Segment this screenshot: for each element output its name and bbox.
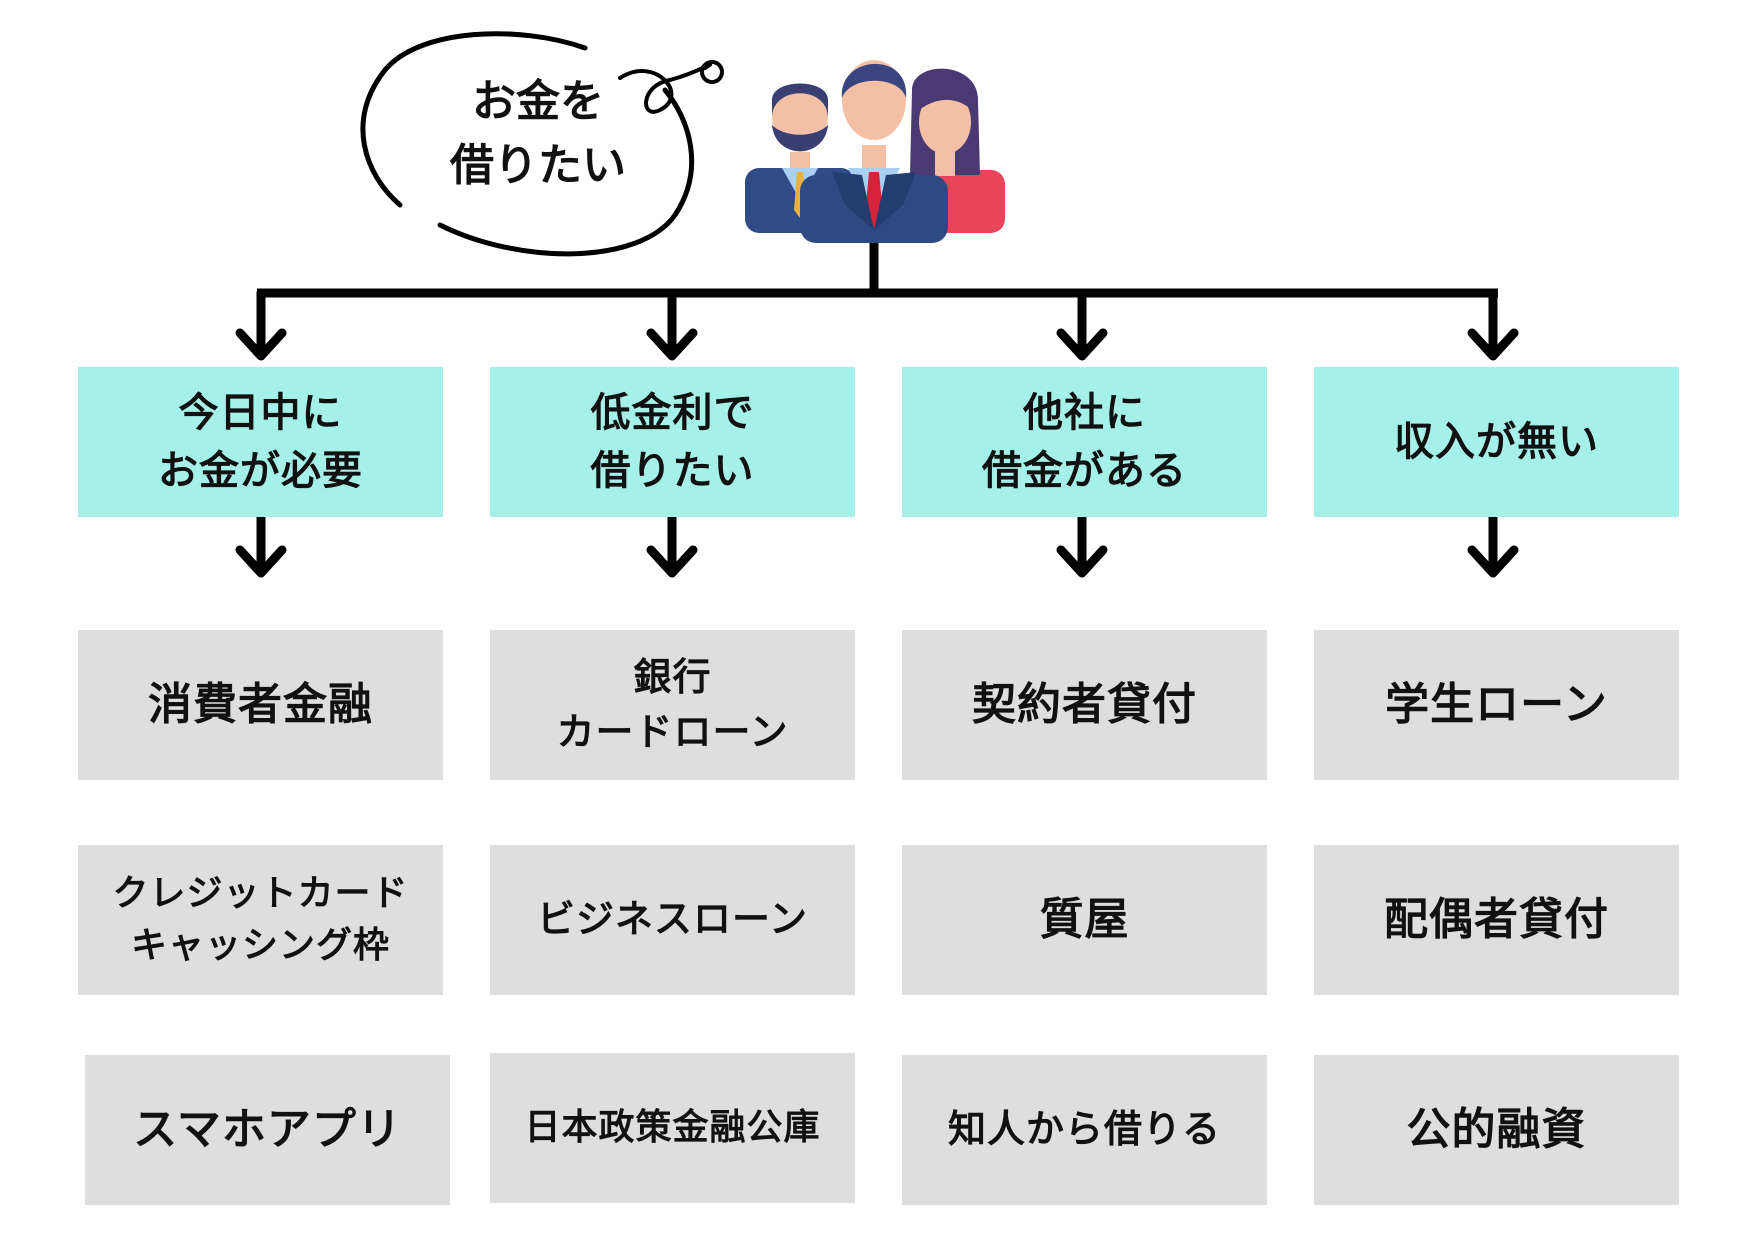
category-box: 低金利で 借りたい — [490, 367, 855, 517]
option-box: スマホアプリ — [85, 1055, 450, 1205]
category-box: 収入が無い — [1314, 367, 1679, 517]
option-box: 学生ローン — [1314, 630, 1679, 780]
three-business-people-icon — [745, 60, 1005, 243]
arrow-down-icon — [646, 288, 698, 361]
arrow-down-icon — [646, 511, 698, 578]
option-box: 日本政策金融公庫 — [490, 1053, 855, 1203]
arrow-down-icon — [1467, 511, 1519, 578]
arrow-down-icon — [1056, 288, 1108, 361]
option-box: 配偶者貸付 — [1314, 845, 1679, 995]
arrow-down-icon — [235, 511, 287, 578]
arrow-down-icon — [1056, 511, 1108, 578]
arrow-down-icon — [235, 288, 287, 361]
option-box: 公的融資 — [1314, 1055, 1679, 1205]
option-box: 消費者金融 — [78, 630, 443, 780]
option-box: ビジネスローン — [490, 845, 855, 995]
speech-bubble-outline — [360, 31, 588, 208]
speech-bubble-outline-lower — [437, 87, 695, 257]
speech-bubble-dot — [700, 60, 724, 84]
speech-bubble-text: お金を 借りたい — [450, 76, 626, 191]
option-box: 質屋 — [902, 845, 1267, 995]
option-box: 銀行 カードローン — [490, 630, 855, 780]
option-box: クレジットカード キャッシング枠 — [78, 845, 443, 995]
arrow-down-icon — [1467, 288, 1519, 361]
category-box: 今日中に お金が必要 — [78, 367, 443, 517]
option-box: 契約者貸付 — [902, 630, 1267, 780]
category-box: 他社に 借金がある — [902, 367, 1267, 517]
option-box: 知人から借りる — [902, 1055, 1267, 1205]
